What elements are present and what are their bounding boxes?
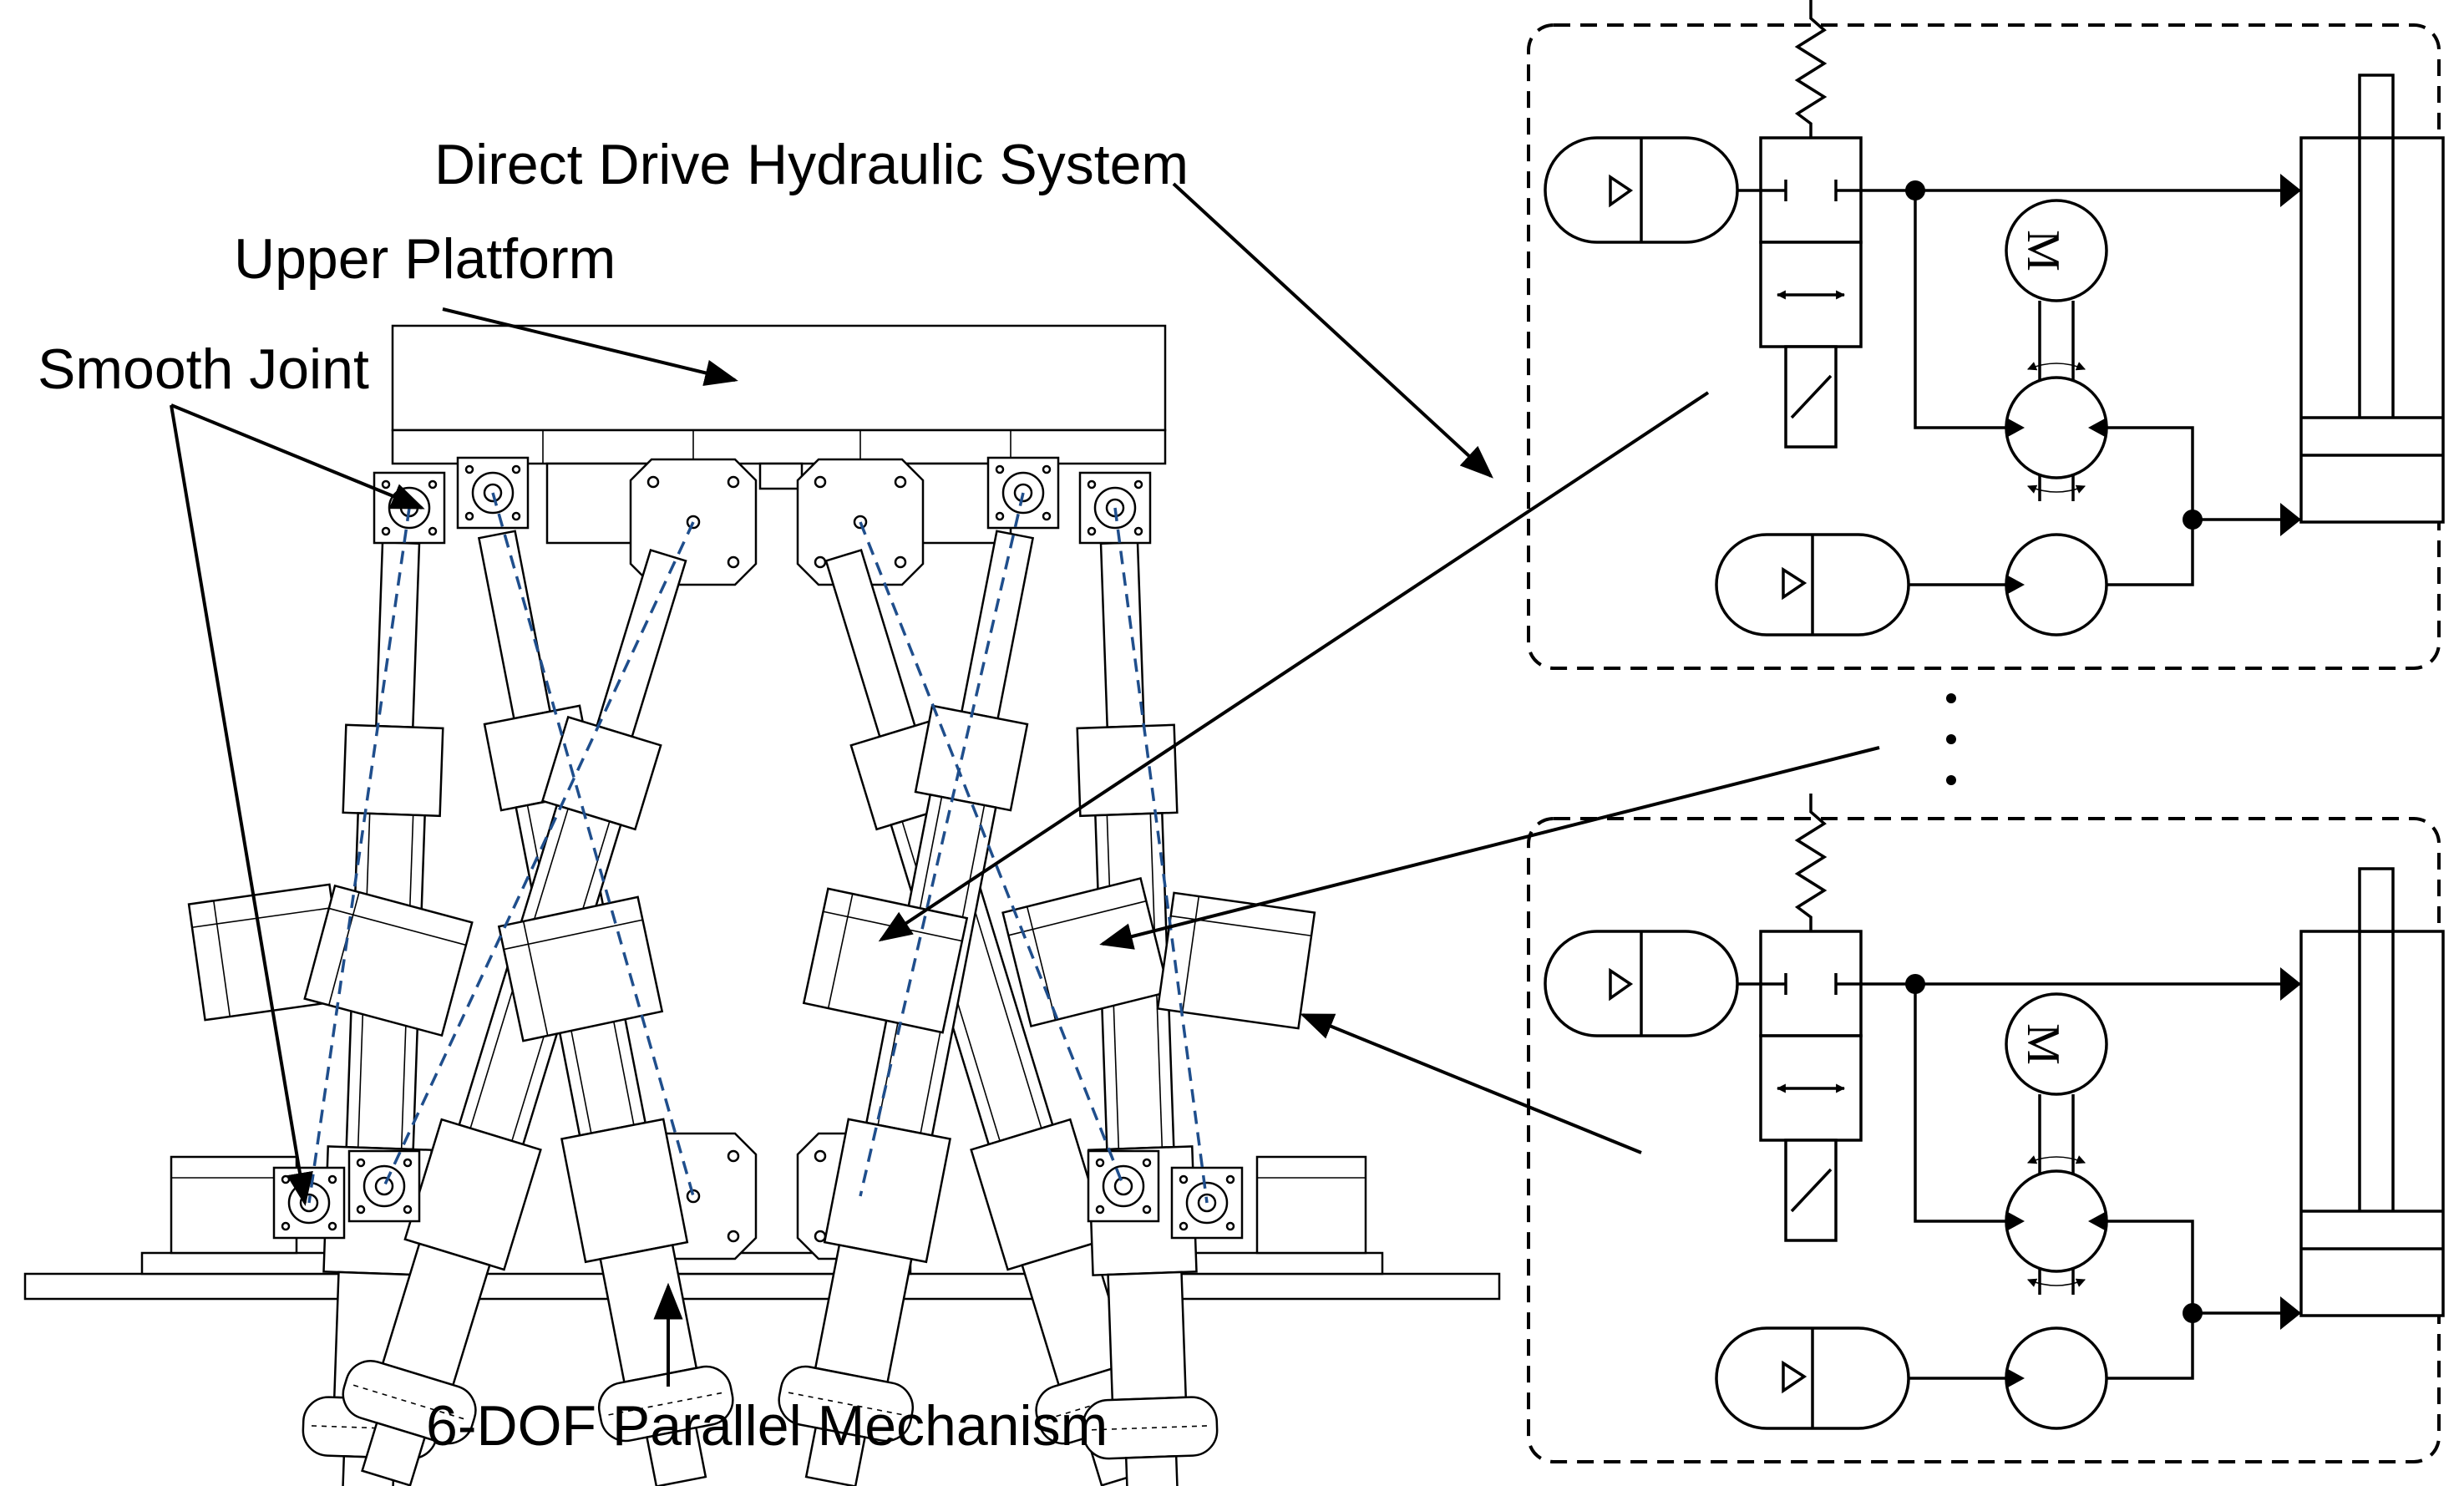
ellipsis-dot xyxy=(1946,775,1956,785)
label-6dof-parallel-mechanism: 6-DOF Parallel Mechanism xyxy=(426,1394,1108,1458)
base-plate xyxy=(23,1272,1501,1301)
label-smooth-joint: Smooth Joint xyxy=(38,337,369,401)
motor-symbol-top: M xyxy=(2017,230,2069,271)
motor-symbol-bottom: M xyxy=(2017,1023,2069,1065)
ellipsis-dot xyxy=(1946,693,1956,703)
label-upper-platform: Upper Platform xyxy=(234,227,616,291)
callout-arrows xyxy=(170,182,1880,1387)
hydraulic-circuit-top xyxy=(1529,0,2443,668)
label-direct-drive-hydraulic-system: Direct Drive Hydraulic System xyxy=(434,133,1189,196)
hydraulic-circuit-bottom xyxy=(1529,794,2443,1462)
ellipsis-dot xyxy=(1946,734,1956,744)
parallel-mechanism-drawing xyxy=(23,324,1501,1486)
upper-platform-plate xyxy=(391,324,1167,432)
